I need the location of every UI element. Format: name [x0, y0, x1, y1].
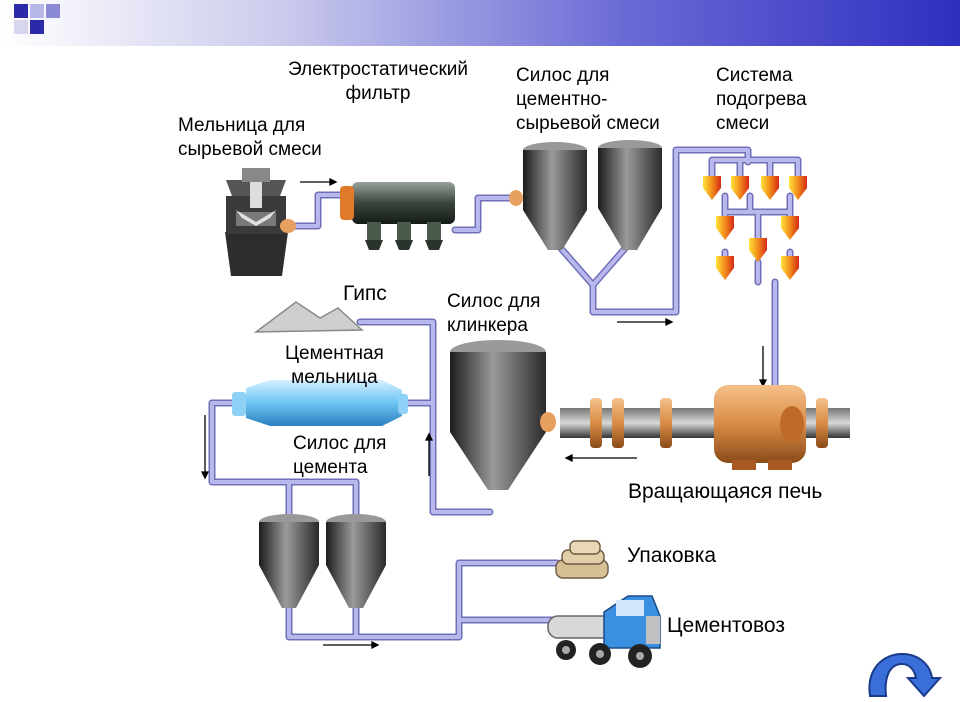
arrow-down-icon	[200, 415, 210, 480]
raw-mill	[225, 168, 296, 276]
rotary-kiln	[560, 385, 850, 470]
arrow-left-icon	[564, 453, 637, 463]
next-slide-button[interactable]	[860, 648, 943, 698]
clinker-silo-label: Силос для клинкера	[447, 291, 541, 336]
arrow-up-icon	[424, 432, 434, 476]
packing-bags	[555, 540, 609, 579]
packing-label: Упаковка	[627, 544, 717, 567]
logo-square	[14, 20, 28, 34]
gypsum-label: Гипс	[343, 282, 387, 305]
rotary-kiln-label: Вращающаяся печь	[628, 480, 823, 503]
cement-truck-label: Цементовоз	[667, 614, 785, 637]
arrow-right-icon	[323, 640, 380, 650]
pipes	[208, 146, 802, 641]
cement-silo-label: Силос для цемента	[293, 433, 387, 478]
cement-mill	[232, 380, 408, 426]
electrostatic-filter	[340, 182, 455, 250]
raw-mix-silo-label: Силос для цементно- сырьевой смеси	[516, 65, 660, 134]
arrow-right-icon	[617, 317, 674, 327]
preheater-label: Система подогрева смеси	[716, 65, 807, 134]
logo-square	[30, 4, 44, 18]
cement-mill-label: Цементная мельница	[285, 343, 384, 388]
flow-arrows	[200, 177, 768, 650]
preheater-cyclones	[703, 176, 807, 280]
header-bar	[0, 0, 960, 46]
raw-mill-label: Мельница для сырьевой смеси	[178, 115, 322, 160]
cyclone	[703, 176, 807, 280]
logo-square	[46, 4, 60, 18]
logo-square	[30, 20, 44, 34]
electrostatic-filter-label: Электростатический фильтр	[288, 59, 468, 104]
cement-truck-icon	[547, 595, 661, 668]
raw-mix-silos	[509, 140, 662, 250]
logo-square	[14, 4, 28, 18]
gypsum-pile	[253, 301, 364, 333]
arrow-down-icon	[758, 346, 768, 388]
curved-arrow-icon	[868, 652, 943, 698]
clinker-silo	[450, 340, 556, 490]
cement-silos	[259, 514, 386, 608]
arrow-right-icon	[300, 177, 338, 187]
